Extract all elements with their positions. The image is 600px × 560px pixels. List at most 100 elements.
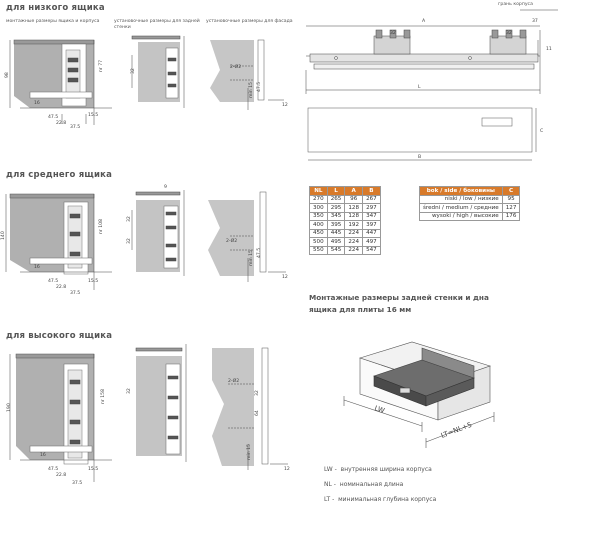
table2-header: C: [501, 186, 521, 196]
table-cell: 497: [362, 237, 381, 247]
caption-back-wall-sizes: установочные размеры для задней стенки: [114, 19, 200, 30]
dim-low-e: 15.5: [88, 112, 98, 118]
table-cell: niski / low / низкие: [419, 194, 503, 204]
dim-runner-B: B: [418, 154, 421, 160]
dim-runner-32a: 32: [390, 30, 396, 36]
table-cell: 547: [362, 245, 381, 255]
dim-mid-back-a: 32: [126, 216, 132, 222]
mid-drawer-front: [208, 191, 286, 282]
legend: LW - внутренняя ширина корпуса NL - номи…: [324, 466, 436, 503]
dim-mid-b: 47.5: [48, 278, 58, 284]
table-cell: 176: [501, 211, 521, 221]
dim-mid-front-a: 2-Ø2: [226, 237, 237, 244]
dim-runner-32b: 32: [506, 30, 512, 36]
table1-header: B: [362, 186, 381, 196]
dim-mid-side: nr 108: [98, 219, 104, 234]
table-cell: 128: [344, 203, 364, 213]
mid-drawer-cross-section: [5, 193, 112, 290]
dim-mid-front-b: 47.5: [256, 248, 262, 258]
dim-high-front-b: 32: [254, 390, 260, 396]
dim-runner-a: A: [422, 18, 426, 24]
table-cell: 397: [362, 220, 381, 230]
caption-front-sizes: установочные размеры для фасада: [206, 19, 293, 24]
table-cell: 265: [326, 194, 346, 204]
table-cell: 224: [344, 228, 364, 238]
runner-drawings: A 37 32 32 11 L C B: [305, 9, 558, 161]
isometric-drawer-drawing: LW LT=NL+5: [343, 341, 495, 448]
dim-mid-front-d: 12: [282, 274, 288, 280]
dim-low-d: 37.5: [70, 124, 80, 130]
table1-header: NL: [309, 186, 328, 196]
dim-high-front-c: 64: [254, 410, 260, 416]
table-cell: 127: [501, 203, 521, 213]
dim-mid-back-b: 32: [126, 238, 132, 244]
dim-mid-front-c: min 15: [248, 250, 254, 266]
dim-runner-37: 37: [532, 18, 538, 24]
dim-mid-h: 140: [0, 231, 6, 240]
caption-mounting-sizes: монтажные размеры ящика и корпуса: [6, 19, 100, 24]
dim-high-d: 37.5: [72, 480, 82, 486]
table-cell: 550: [309, 245, 328, 255]
dim-mid-top: 9: [164, 184, 167, 190]
table-cell: 400: [309, 220, 328, 230]
dim-high-c: 22.8: [56, 472, 66, 478]
table1-header: L: [326, 186, 346, 196]
dim-runner-L: L: [418, 84, 421, 90]
dim-high-back: 32: [126, 388, 132, 394]
dim-runner-11: 11: [546, 46, 552, 52]
dim-high-front-d: min 15: [246, 444, 252, 460]
dim-low-front-b: 47.5: [256, 82, 262, 92]
drawer-section-drawings: 98 nr 77 16 47.5 22.8 37.5 15.5 32 2-Ø2 …: [0, 35, 290, 486]
dim-low-b: 47.5: [48, 114, 58, 120]
dim-high-b: 47.5: [48, 466, 58, 472]
dim-mid-c: 22.8: [56, 284, 66, 290]
legend-item: NL - номинальная длина: [324, 481, 404, 488]
dim-high-a: 16: [40, 452, 46, 458]
section-title-line-2: ящика для плиты 16 мм: [309, 305, 412, 314]
dim-low-a: 16: [34, 100, 40, 106]
table-cell: wysoki / high / высокие: [419, 211, 503, 221]
table-cell: 450: [309, 228, 328, 238]
mid-drawer-back-wall: [131, 190, 185, 276]
table-cell: 297: [362, 203, 381, 213]
dim-mid-a: 16: [34, 264, 40, 270]
table-cell: 128: [344, 211, 364, 221]
section-title-back-wall: Монтажные размеры задней стенки и дна ящ…: [309, 292, 589, 316]
table-cell: 192: [344, 220, 364, 230]
dim-high-e: 15.5: [88, 466, 98, 472]
heading-mid-drawer: для среднего ящика: [6, 170, 113, 180]
dim-low-front-c: min 15: [248, 82, 254, 98]
dim-high-front-a: 2-Ø2: [228, 377, 239, 384]
table-cell: 345: [326, 211, 346, 221]
legend-item: LW - внутренняя ширина корпуса: [324, 466, 432, 473]
high-drawer-front: [212, 347, 288, 470]
table-cell: 495: [326, 237, 346, 247]
dim-low-c: 22.8: [56, 120, 66, 126]
table-cell: 270: [309, 194, 328, 204]
legend-item: LT - минимальная глубина корпуса: [324, 496, 437, 503]
dim-high-front-e: 12: [284, 466, 290, 472]
table-cell: 350: [309, 211, 328, 221]
table-cell: 395: [326, 220, 346, 230]
low-drawer-cross-section: [9, 39, 112, 125]
dim-low-side: nr 77: [98, 60, 104, 72]
table-cell: 295: [326, 203, 346, 213]
dim-high-side: nr 158: [100, 389, 106, 404]
heading-low-drawer: для низкого ящика: [6, 3, 105, 13]
high-drawer-back-wall: [135, 344, 187, 462]
low-drawer-front: [210, 39, 284, 110]
table-cell: 347: [362, 211, 381, 221]
runner-front-view: [307, 107, 537, 161]
high-drawer-cross-section: [9, 353, 112, 482]
table-cell: 96: [344, 194, 364, 204]
dim-high-h: 190: [6, 403, 12, 412]
dim-runner-C: C: [540, 128, 543, 134]
